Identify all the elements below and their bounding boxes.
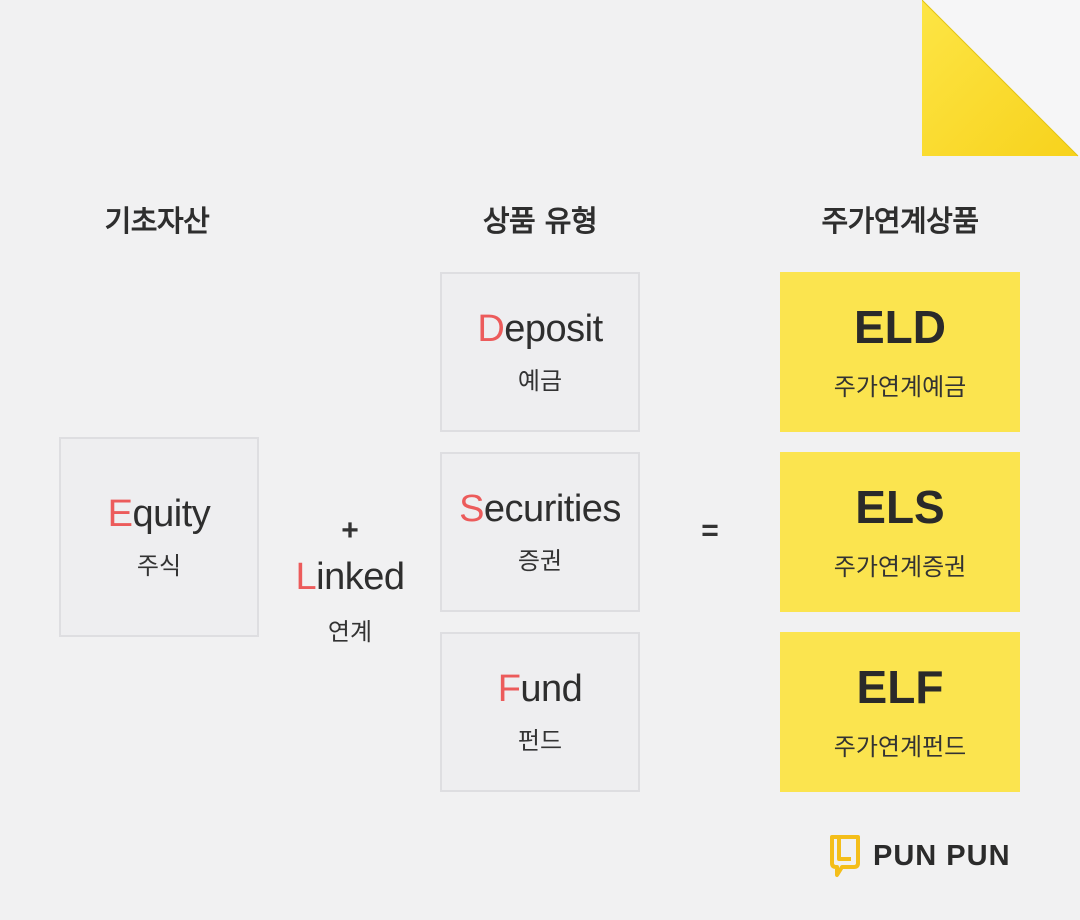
header-linked-product: 주가연계상품 [821,204,979,238]
type-korean: 증권 [517,547,563,576]
result-korean: 주가연계펀드 [833,732,967,761]
equity-word: Equity [108,493,211,537]
result-code: ELF [856,661,944,714]
result-code: ELS [855,481,945,534]
equals-sign: = [701,514,719,547]
linked-initial: L [295,556,317,598]
result-korean: 주가연계증권 [833,552,967,581]
folded-corner-decoration [922,0,1080,158]
logo-text: PUN PUN [873,839,1011,872]
type-rest: eposit [504,307,603,350]
type-korean: 펀드 [517,727,563,756]
equity-korean: 주식 [136,552,182,581]
equity-rest: quity [132,492,211,535]
result-korean: 주가연계예금 [833,372,967,401]
linked-word: Linked [280,556,420,600]
result-code: ELD [854,301,946,354]
header-underlying-asset: 기초자산 [104,204,210,238]
linked-korean: 연계 [327,617,373,646]
type-korean: 예금 [517,367,563,396]
type-word: Securities [459,488,621,532]
linked-label: Linked 연계 [280,556,420,647]
result-box-elf: ELF 주가연계펀드 [780,632,1020,792]
equity-box: Equity 주식 [59,437,259,637]
type-rest: und [520,667,583,710]
plus-sign: + [341,514,359,547]
type-word: Deposit [477,307,603,352]
type-initial: F [497,667,521,710]
book-bubble-icon [830,835,860,877]
equity-initial: E [107,492,133,535]
type-box-securities: Securities 증권 [440,452,640,612]
punpun-logo: PUN PUN [829,832,1011,880]
type-box-deposit: Deposit 예금 [440,272,640,432]
result-box-els: ELS 주가연계증권 [780,452,1020,612]
type-rest: ecurities [483,487,622,530]
type-word: Fund [498,668,583,712]
header-product-type: 상품 유형 [482,204,598,238]
type-box-fund: Fund 펀드 [440,632,640,792]
result-box-eld: ELD 주가연계예금 [780,272,1020,432]
type-initial: D [477,307,505,350]
linked-rest: inked [316,556,405,598]
type-initial: S [459,487,484,530]
